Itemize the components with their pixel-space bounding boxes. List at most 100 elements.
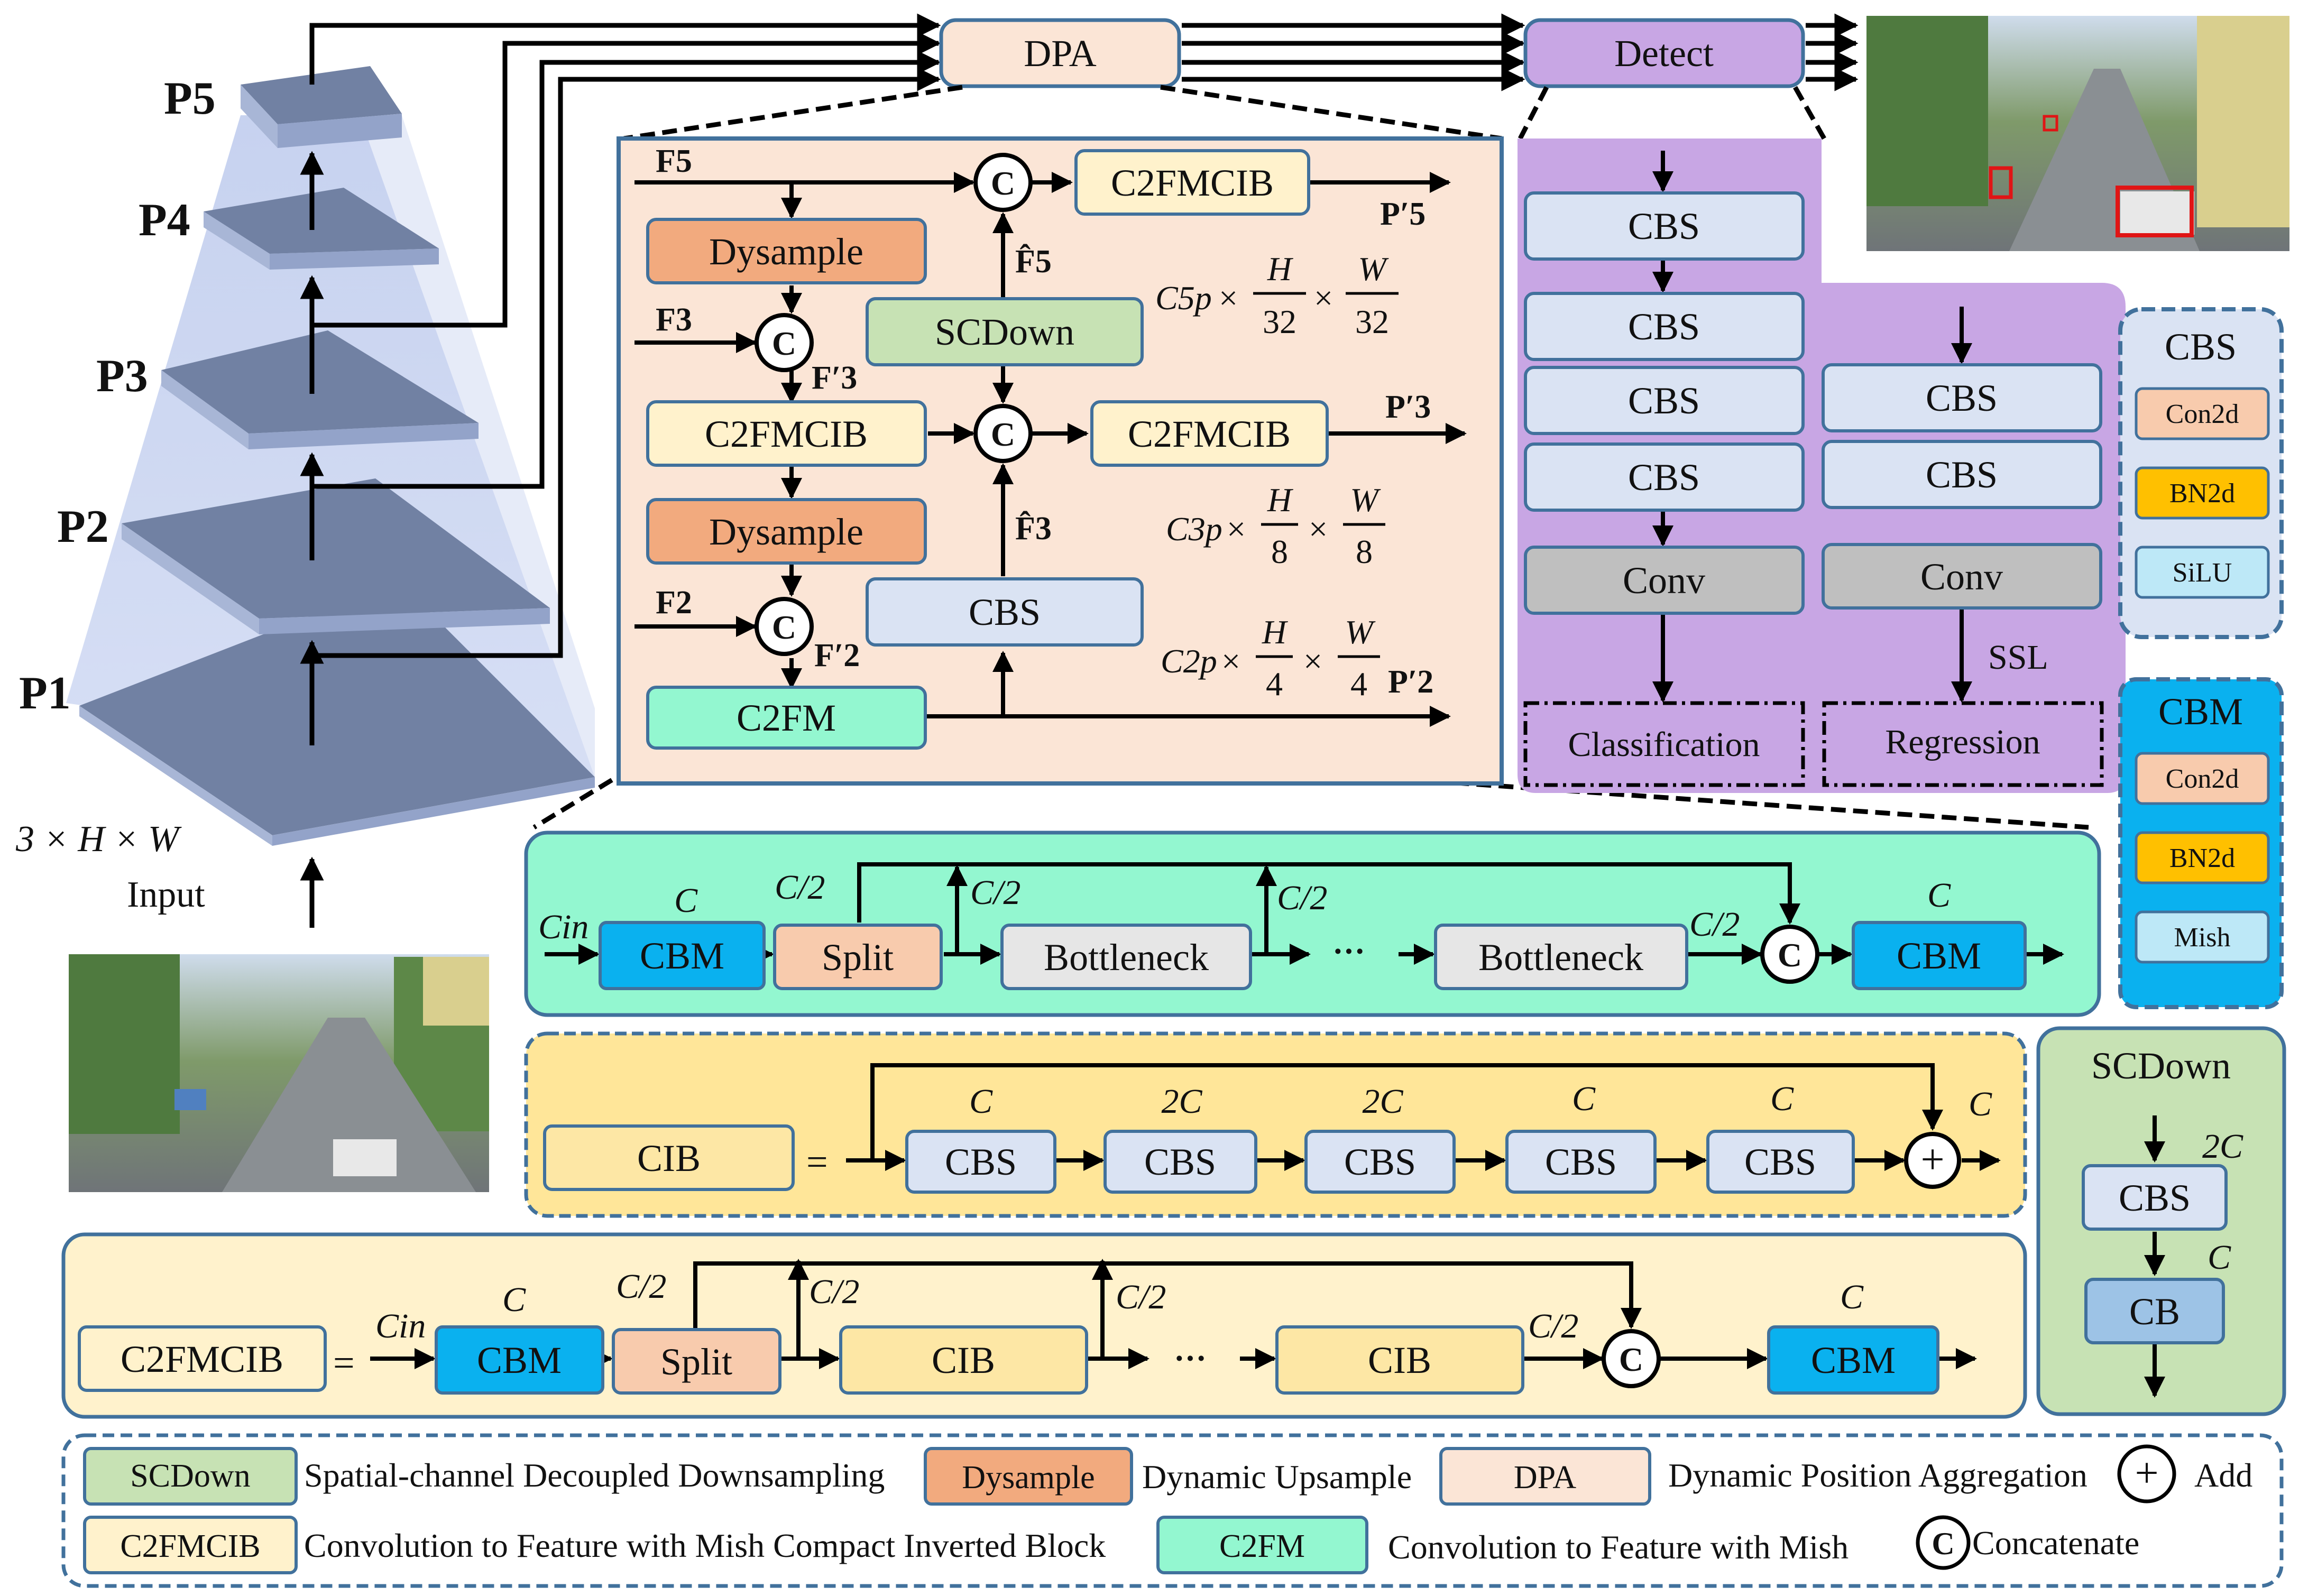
cbm-box: CBM	[1767, 1325, 1939, 1395]
c2fmcib-title-box: C2FMCIB	[78, 1325, 327, 1392]
pyramid-layer-p4	[204, 188, 439, 270]
svg-text:×: ×	[1219, 279, 1238, 317]
input-dims: 3 × H × W	[15, 819, 182, 860]
svg-text:C: C	[969, 1082, 993, 1121]
pyramid-layer-p3	[161, 330, 479, 449]
svg-text:DPA: DPA	[1514, 1460, 1577, 1496]
legend-dysample-desc: Dynamic Upsample	[1142, 1458, 1412, 1496]
svg-text:C: C	[1969, 1085, 1992, 1123]
level-label-p4: P4	[139, 195, 190, 246]
legend-c2fm-swatch: C2FM	[1156, 1516, 1368, 1574]
dim-formula-p2: C2p × H 4 × W 4	[1161, 613, 1380, 703]
svg-text:8: 8	[1271, 533, 1288, 570]
svg-text:BN2d: BN2d	[2169, 843, 2235, 873]
cin-label: Cin	[538, 908, 588, 946]
detection-box	[1989, 166, 2013, 199]
svg-text:+: +	[1920, 1137, 1944, 1183]
svg-text:CBS: CBS	[1628, 306, 1700, 348]
output-image	[1866, 16, 2289, 251]
cbs-box: CBS	[1304, 1130, 1456, 1194]
c2fmcib-box: C2FMCIB	[646, 400, 927, 467]
concat-node	[973, 153, 1033, 212]
svg-text:C: C	[1840, 1278, 1864, 1316]
legend-concat-desc: Concatenate	[1972, 1524, 2139, 1562]
legend-c2fm-desc: Convolution to Feature with Mish	[1388, 1528, 1849, 1566]
c2fm-detail-row: Cin CBM C Split C/2 C/2 Bottleneck C/2 ·…	[524, 831, 2101, 1017]
svg-text:×: ×	[1303, 642, 1322, 680]
svg-text:Conv: Conv	[1623, 559, 1705, 602]
svg-text:C/2: C/2	[1277, 879, 1327, 917]
bottleneck-box: Bottleneck	[1434, 924, 1688, 990]
svg-text:C: C	[1927, 876, 1951, 915]
legend-dpa-desc: Dynamic Position Aggregation	[1668, 1456, 2088, 1494]
svg-text:CBS: CBS	[1628, 380, 1700, 422]
c2fmcib-detail-row: C2FMCIB = Cin CBM C Split C/2 C/2	[61, 1232, 2027, 1419]
svg-text:C2FMCIB: C2FMCIB	[121, 1338, 283, 1380]
legend-c2fmcib-swatch: C2FMCIB	[83, 1516, 298, 1574]
svg-text:×: ×	[1309, 510, 1328, 548]
intermediate-f3: F′3	[812, 360, 857, 396]
svg-text:×: ×	[1314, 279, 1333, 317]
svg-text:C/2: C/2	[775, 868, 825, 907]
legend-add-symbol	[2117, 1444, 2176, 1503]
svg-text:CBM: CBM	[1897, 935, 1981, 977]
svg-text:H: H	[1267, 250, 1294, 288]
svg-text:C: C	[2208, 1238, 2231, 1277]
cib-title-box: CIB	[543, 1124, 795, 1191]
svg-text:C: C	[1770, 1080, 1794, 1118]
svg-text:CBS: CBS	[1926, 377, 1998, 419]
svg-text:···: ···	[1174, 1341, 1207, 1377]
dysample-box: Dysample	[646, 498, 927, 565]
svg-text:C/2: C/2	[1116, 1278, 1166, 1316]
concat-node	[755, 313, 814, 372]
svg-text:H: H	[1262, 613, 1289, 651]
intermediate-f2: F′2	[814, 638, 860, 674]
classification-box: Classification	[1523, 701, 1805, 787]
svg-text:=: =	[333, 1342, 355, 1384]
concat-node	[1602, 1329, 1661, 1388]
split-box: Split	[612, 1328, 781, 1395]
svg-text:CBS: CBS	[1545, 1141, 1617, 1183]
svg-text:CBS: CBS	[945, 1141, 1017, 1183]
routing-arrows	[309, 13, 1859, 658]
svg-text:2C: 2C	[1161, 1082, 1202, 1121]
svg-text:C2FMCIB: C2FMCIB	[1128, 413, 1291, 455]
svg-text:C5p: C5p	[1155, 279, 1212, 317]
cbs-box: CBS	[1822, 363, 2102, 432]
bn2d-box: BN2d	[2135, 466, 2270, 520]
cbs-box: CBS	[1822, 440, 2102, 509]
svg-text:CBS: CBS	[1144, 1141, 1216, 1183]
cb-box: CB	[2084, 1278, 2225, 1344]
conv-box: Conv	[1524, 546, 1805, 615]
level-label-p1: P1	[19, 668, 71, 719]
cin-label: Cin	[375, 1307, 426, 1345]
svg-text:Dysample: Dysample	[709, 511, 863, 553]
detection-box	[2043, 115, 2058, 132]
pyramid-layer-p5	[241, 66, 402, 148]
svg-text:+: +	[2135, 1450, 2158, 1497]
svg-text:CBS: CBS	[1926, 454, 1998, 496]
c2fm-box: C2FM	[646, 686, 927, 750]
detection-box	[2116, 186, 2194, 237]
svg-text:CBS: CBS	[1628, 456, 1700, 499]
split-box: Split	[773, 924, 943, 990]
scdown-definition-panel: SCDown 2C CBS C CB	[2036, 1026, 2286, 1416]
svg-text:×: ×	[1221, 642, 1240, 680]
dpa-top-label: DPA	[1024, 32, 1096, 75]
svg-text:C2FMCIB: C2FMCIB	[120, 1528, 260, 1564]
svg-text:4: 4	[1350, 665, 1367, 703]
dim-formula-p5: C5p × H 32 × W 32	[1155, 250, 1399, 340]
hat-f5: F̂5	[1015, 244, 1052, 280]
con2d-box: Con2d	[2135, 387, 2270, 440]
svg-text:C: C	[1932, 1526, 1954, 1561]
svg-text:Con2d: Con2d	[2166, 764, 2239, 794]
svg-text:H: H	[1267, 481, 1294, 519]
add-node	[1904, 1132, 1961, 1189]
svg-text:C/2: C/2	[970, 873, 1020, 912]
svg-text:Bottleneck: Bottleneck	[1044, 936, 1209, 979]
svg-text:C2FMCIB: C2FMCIB	[705, 413, 868, 455]
cbm-box: CBM	[599, 921, 766, 990]
svg-text:CBM: CBM	[640, 935, 724, 977]
cbs-box: CBS	[1103, 1130, 1257, 1194]
bn2d-box: BN2d	[2135, 831, 2270, 884]
